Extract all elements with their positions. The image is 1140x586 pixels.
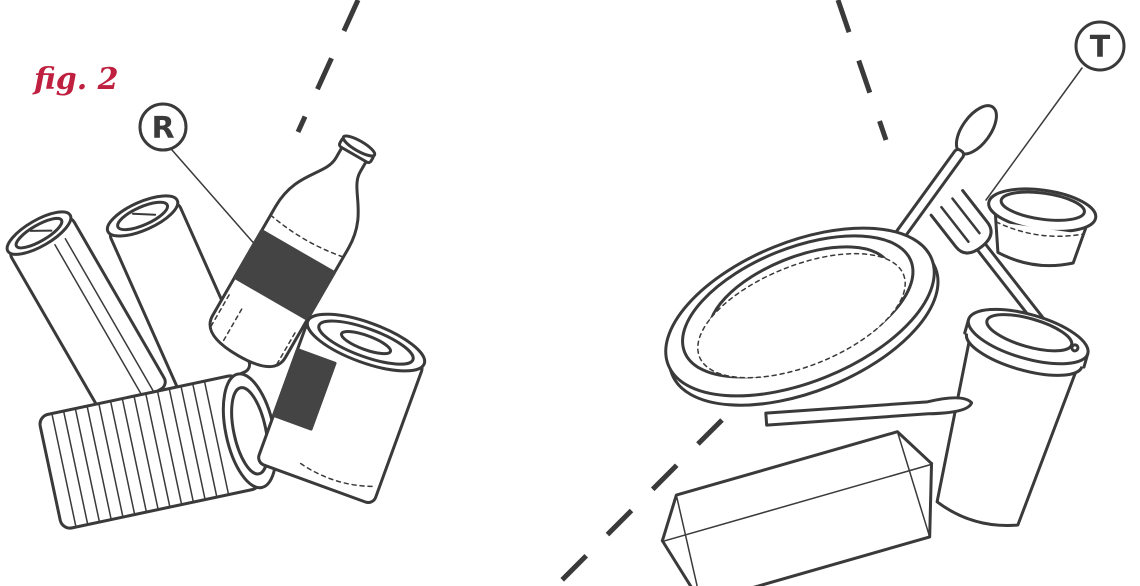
- callout-t-leader: [986, 68, 1082, 200]
- knife-icon: [766, 397, 973, 426]
- callout-r-letter: R: [151, 111, 174, 146]
- divider-left: [298, 0, 358, 132]
- can-icon: [38, 369, 285, 530]
- recyclables-group: [1, 121, 431, 530]
- tray-icon: [651, 425, 950, 586]
- callout-t: T: [986, 22, 1124, 200]
- takeaway-group: [642, 99, 1098, 586]
- callout-t-letter: T: [1090, 30, 1111, 65]
- divider-right-top: [838, 0, 886, 140]
- coffee-cup-icon: [916, 298, 1094, 538]
